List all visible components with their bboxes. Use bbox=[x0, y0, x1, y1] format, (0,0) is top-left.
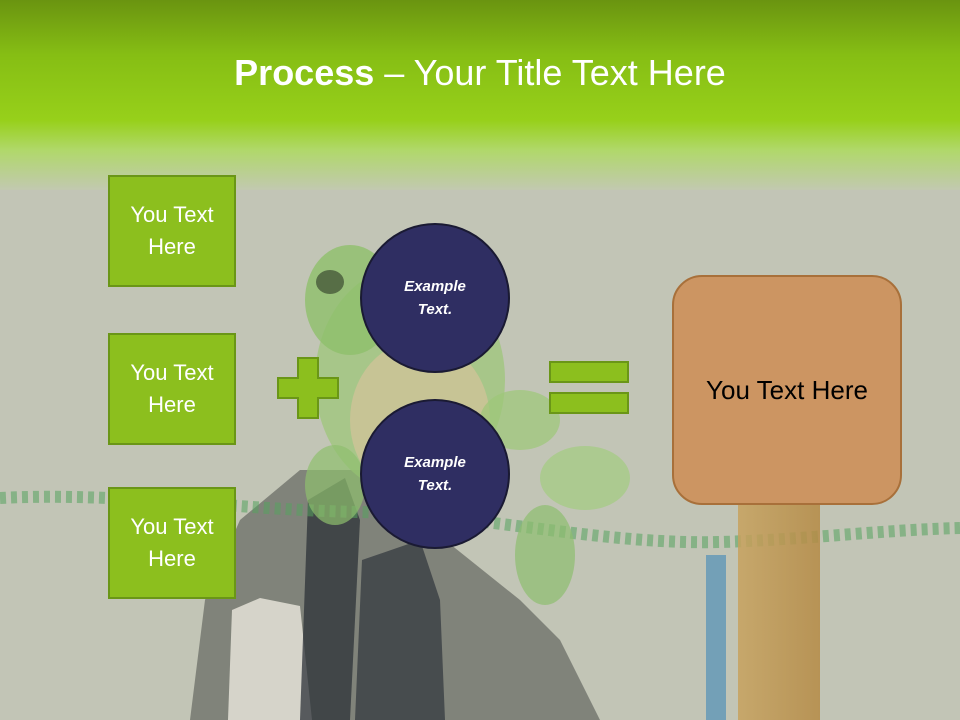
title-bold-text: Process bbox=[234, 52, 375, 93]
plus-icon bbox=[277, 357, 339, 419]
input-box-3-text: You Text Here bbox=[130, 514, 214, 571]
input-box-2-text: You Text Here bbox=[130, 360, 214, 417]
title-banner bbox=[0, 0, 960, 190]
example-circle-1-text: Example Text. bbox=[404, 278, 466, 318]
slide-title: Process – Your Title Text Here bbox=[0, 52, 960, 94]
result-box: You Text Here bbox=[672, 275, 902, 505]
input-box-3: You Text Here bbox=[108, 487, 236, 599]
example-circle-2-text: Example Text. bbox=[404, 454, 466, 494]
input-box-1: You Text Here bbox=[108, 175, 236, 287]
input-box-1-text: You Text Here bbox=[130, 202, 214, 259]
example-circle-1: Example Text. bbox=[360, 223, 510, 373]
example-circle-2: Example Text. bbox=[360, 399, 510, 549]
equals-icon bbox=[549, 361, 629, 414]
title-rest-text: – Your Title Text Here bbox=[374, 52, 726, 93]
result-box-text: You Text Here bbox=[706, 374, 868, 405]
input-box-2: You Text Here bbox=[108, 333, 236, 445]
